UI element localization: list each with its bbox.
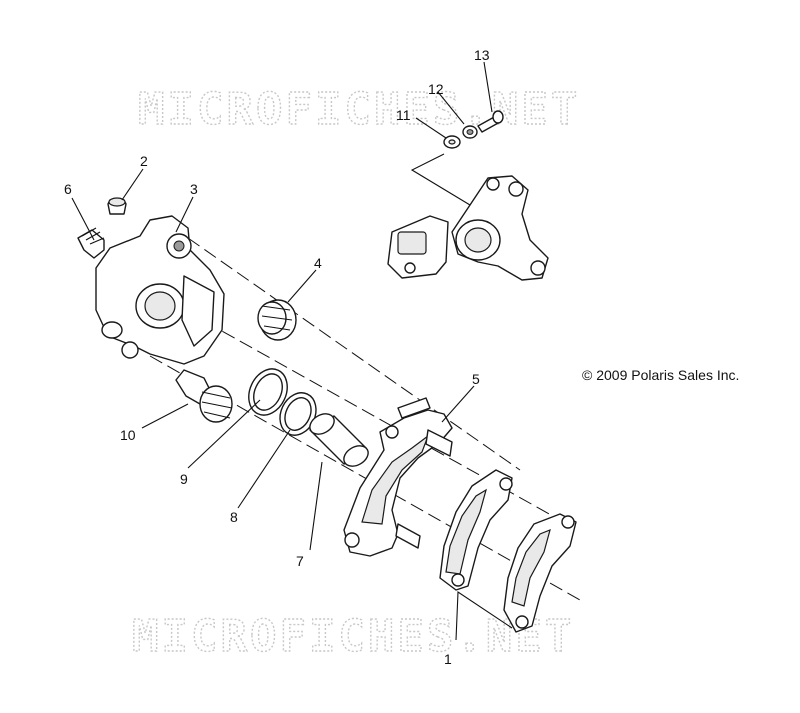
- callout-4: 4: [314, 255, 322, 271]
- callout-13: 13: [474, 47, 490, 63]
- callout-3: 3: [190, 181, 198, 197]
- part-13-bolt: [477, 110, 504, 133]
- leader-lines: [71, 61, 513, 641]
- part-1-brake-pads: [439, 469, 577, 633]
- part-8-seal: [279, 392, 317, 436]
- callout-8: 8: [230, 509, 238, 525]
- callout-1: 1: [444, 651, 452, 667]
- part-2-bushing: [107, 197, 127, 215]
- callout-9: 9: [180, 471, 188, 487]
- callout-2: 2: [140, 153, 148, 169]
- callout-10: 10: [120, 427, 136, 443]
- inset-knuckle-assembly: [387, 153, 549, 281]
- watermark-top: MICROFICHES.NET: [138, 84, 580, 135]
- part-9-seal: [248, 368, 288, 416]
- callout-6: 6: [64, 181, 72, 197]
- part-4-boot: [257, 299, 297, 341]
- part-12-washer: [462, 125, 478, 139]
- part-7-piston: [309, 413, 369, 467]
- part-11-washer: [443, 135, 461, 149]
- part-6-bleeder-screw: [77, 227, 105, 259]
- part-3-caliper-body: [95, 215, 225, 365]
- callout-12: 12: [428, 81, 444, 97]
- callout-5: 5: [472, 371, 480, 387]
- callout-11: 11: [396, 107, 411, 123]
- copyright-notice: © 2009 Polaris Sales Inc.: [582, 367, 739, 383]
- part-10-guide-pin: [175, 369, 233, 423]
- part-5-bracket: [343, 397, 453, 557]
- callout-7: 7: [296, 553, 304, 569]
